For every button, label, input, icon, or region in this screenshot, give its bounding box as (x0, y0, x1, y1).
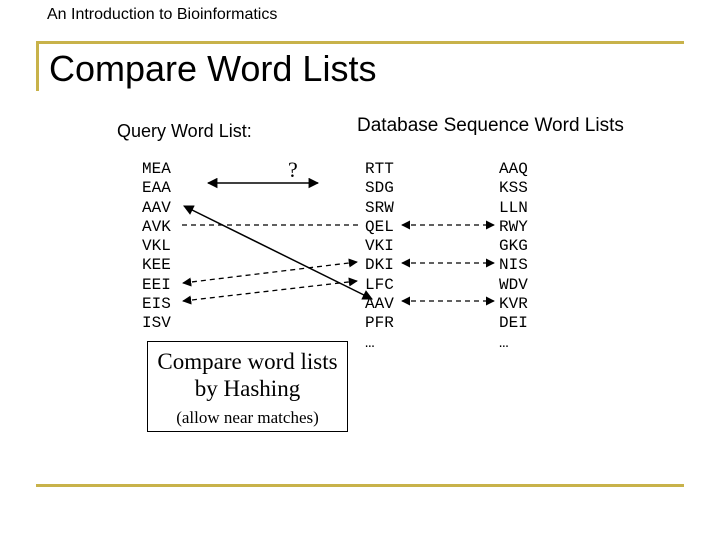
header-title: An Introduction to Bioinformatics (47, 6, 278, 23)
database-word: KVR (499, 295, 528, 314)
hashing-callout-box: Compare word lists by Hashing (allow nea… (147, 341, 348, 432)
query-word: ISV (142, 314, 171, 333)
database-word: DEI (499, 314, 528, 333)
eis-dashed-arrow (182, 277, 358, 305)
query-word-list: MEA EAA AAV AVK VKL KEE EEI EIS ISV (142, 160, 171, 334)
database-word: AAV (365, 295, 394, 314)
hashing-callout-line2: by Hashing (194, 376, 301, 401)
hashing-callout-note: (allow near matches) (176, 408, 319, 427)
title-rule-left (36, 41, 39, 91)
query-list-label: Query Word List: (117, 121, 252, 141)
database-word: RTT (365, 160, 394, 178)
database-word: GKG (499, 237, 528, 256)
query-word: MEA (142, 160, 171, 178)
database-word: LLN (499, 198, 528, 217)
hashing-callout-line1: Compare word lists (157, 349, 338, 374)
database-word-list-2: AAQ KSS LLN RWY GKG NIS WDV KVR DEI … (499, 160, 528, 353)
aav-match-arrow (183, 205, 373, 300)
database-word-list-1: RTT SDG SRW QEL VKI DKI LFC AAV PFR … (365, 160, 394, 353)
database-word-ellipsis: … (499, 333, 509, 352)
query-word: AVK (142, 217, 171, 236)
database-word: NIS (499, 256, 528, 275)
query-word: EAA (142, 179, 171, 198)
database-word: SDG (365, 179, 394, 198)
database-word: PFR (365, 314, 394, 333)
query-word: EIS (142, 295, 171, 314)
query-word: EEI (142, 275, 171, 294)
database-word: WDV (499, 275, 528, 294)
query-word: KEE (142, 256, 171, 275)
slide-title: Compare Word Lists (49, 48, 377, 89)
database-word: KSS (499, 179, 528, 198)
query-word: AAV (142, 198, 171, 217)
eei-dashed-arrow (182, 258, 358, 287)
database-word-ellipsis: … (365, 333, 375, 352)
question-mark: ? (288, 157, 298, 182)
database-word: AAQ (499, 160, 528, 178)
title-rule-top (36, 41, 684, 44)
database-lists-label: Database Sequence Word Lists (357, 115, 624, 136)
query-word: VKL (142, 237, 171, 256)
database-word: RWY (499, 217, 528, 236)
footer-rule (36, 484, 684, 487)
